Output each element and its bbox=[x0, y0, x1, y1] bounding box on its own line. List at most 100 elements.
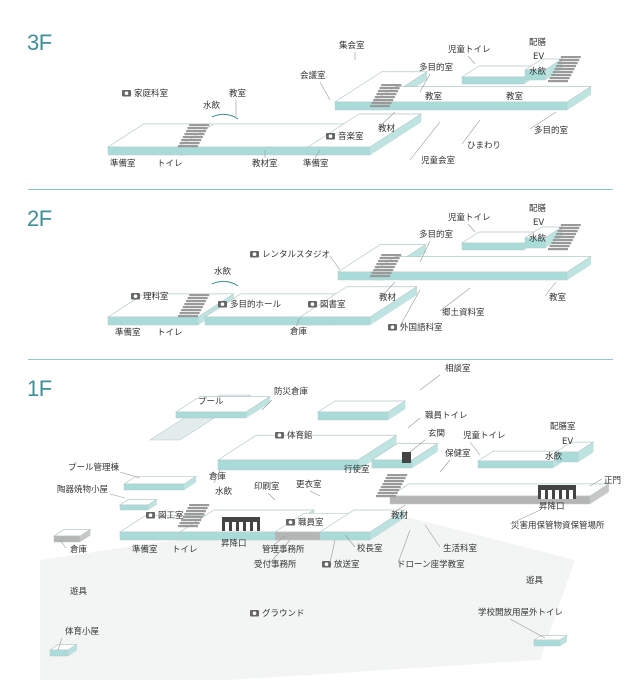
block-front bbox=[317, 411, 389, 421]
stairs-3f-west bbox=[178, 124, 210, 148]
leader-line bbox=[269, 535, 286, 549]
leader-line bbox=[267, 492, 276, 501]
block-side bbox=[559, 635, 568, 647]
stair-step bbox=[377, 492, 398, 495]
floor-title-1f: 1F bbox=[27, 376, 52, 401]
leader-line bbox=[419, 240, 431, 263]
room-label: 配膳 bbox=[529, 203, 547, 214]
stair-step bbox=[378, 90, 398, 93]
room-label: 防災倉庫 bbox=[274, 386, 309, 397]
camera-lens bbox=[252, 252, 257, 256]
room-label: 水飲 bbox=[529, 233, 547, 244]
door-panel bbox=[541, 490, 545, 499]
leader-line bbox=[589, 478, 603, 487]
stair-step bbox=[370, 105, 390, 108]
block-front bbox=[119, 531, 181, 541]
room-label: 陶器焼物小屋 bbox=[57, 484, 109, 495]
block-side bbox=[566, 256, 592, 281]
room-label: 多目的ホール bbox=[230, 299, 282, 310]
room-1f-storage bbox=[52, 528, 92, 543]
room-label: ひまわり bbox=[467, 141, 501, 151]
room-label: EV bbox=[562, 437, 573, 447]
block-side bbox=[183, 475, 197, 491]
camera-icon bbox=[326, 133, 335, 140]
leader-line bbox=[509, 509, 541, 525]
room-label: プール管理棟 bbox=[68, 462, 120, 473]
stair-step bbox=[379, 87, 400, 90]
stair-step bbox=[551, 74, 572, 77]
room-label: 準備室 bbox=[132, 544, 158, 555]
stair-step bbox=[186, 300, 206, 303]
block-side bbox=[369, 113, 422, 156]
camera-icon bbox=[250, 251, 259, 258]
leader-line bbox=[329, 255, 341, 271]
room-3f-ev bbox=[523, 58, 564, 81]
block-front bbox=[49, 649, 69, 657]
block-top bbox=[370, 256, 592, 273]
block-side bbox=[369, 509, 405, 541]
stair-step bbox=[556, 233, 576, 236]
stair-step bbox=[374, 96, 395, 99]
camera-icon bbox=[250, 610, 259, 617]
block-front bbox=[53, 535, 81, 543]
leader-line bbox=[119, 471, 141, 479]
room-label: トイレ bbox=[172, 545, 198, 555]
stair-step bbox=[387, 474, 408, 477]
stair-step bbox=[559, 227, 580, 230]
stair-step bbox=[560, 56, 581, 59]
block-front bbox=[461, 76, 525, 85]
room-label: 学校開放用屋外トイレ bbox=[478, 607, 563, 618]
block-front bbox=[274, 531, 326, 541]
stair-step bbox=[552, 239, 573, 242]
camera-lens bbox=[133, 294, 138, 299]
stair-step bbox=[379, 489, 400, 492]
leader-line bbox=[213, 469, 221, 484]
stairs-1f-west bbox=[178, 504, 210, 528]
room-label: 郷土資料室 bbox=[442, 307, 485, 318]
camera-lens bbox=[288, 520, 293, 524]
room-label: 体育小屋 bbox=[65, 626, 100, 637]
room-label: 受付事務所 bbox=[254, 559, 297, 570]
leader-line bbox=[399, 289, 421, 327]
room-label: 校長室 bbox=[357, 543, 383, 554]
room-2f-library bbox=[298, 286, 418, 326]
stair-step bbox=[378, 260, 398, 263]
block-side bbox=[411, 443, 438, 469]
camera-icon bbox=[122, 90, 131, 97]
room-label: 水飲 bbox=[529, 66, 547, 77]
camera-lens bbox=[148, 513, 153, 517]
room-label: 会議室 bbox=[300, 70, 326, 81]
room-label: 配膳室 bbox=[550, 421, 576, 432]
room-label: 集会室 bbox=[339, 40, 365, 51]
stair-step bbox=[178, 525, 198, 528]
door-panel bbox=[239, 522, 243, 531]
stairs-2f-east bbox=[548, 224, 581, 251]
room-label: 図工室 bbox=[158, 510, 184, 521]
room-label: 災害用保管物資保管場所 bbox=[511, 520, 605, 531]
leader-line bbox=[295, 317, 301, 327]
stair-step bbox=[181, 519, 202, 522]
leader-line bbox=[329, 539, 336, 564]
leader-line bbox=[461, 119, 481, 145]
stair-step bbox=[549, 77, 570, 80]
stair-step bbox=[549, 245, 570, 248]
stair-step bbox=[370, 275, 390, 278]
room-label: 児童トイレ bbox=[448, 212, 491, 223]
room-label: 管理事務所 bbox=[262, 544, 305, 555]
camera-lens bbox=[310, 302, 315, 307]
stair-step bbox=[554, 68, 575, 71]
block-front bbox=[461, 242, 525, 251]
room-label: 生活科室 bbox=[443, 543, 478, 554]
stair-step bbox=[373, 269, 394, 272]
room-label: 教室 bbox=[425, 91, 443, 102]
leader-line bbox=[439, 287, 471, 312]
block-side bbox=[589, 483, 609, 505]
stair-step bbox=[551, 242, 572, 245]
room-label: 教材 bbox=[391, 510, 409, 521]
leader-line bbox=[394, 504, 406, 513]
room-1f-ev bbox=[554, 441, 595, 463]
camera-lens bbox=[277, 433, 282, 438]
leader-line bbox=[409, 439, 426, 453]
room-label: 倉庫 bbox=[209, 471, 227, 482]
camera-lens bbox=[220, 302, 225, 307]
